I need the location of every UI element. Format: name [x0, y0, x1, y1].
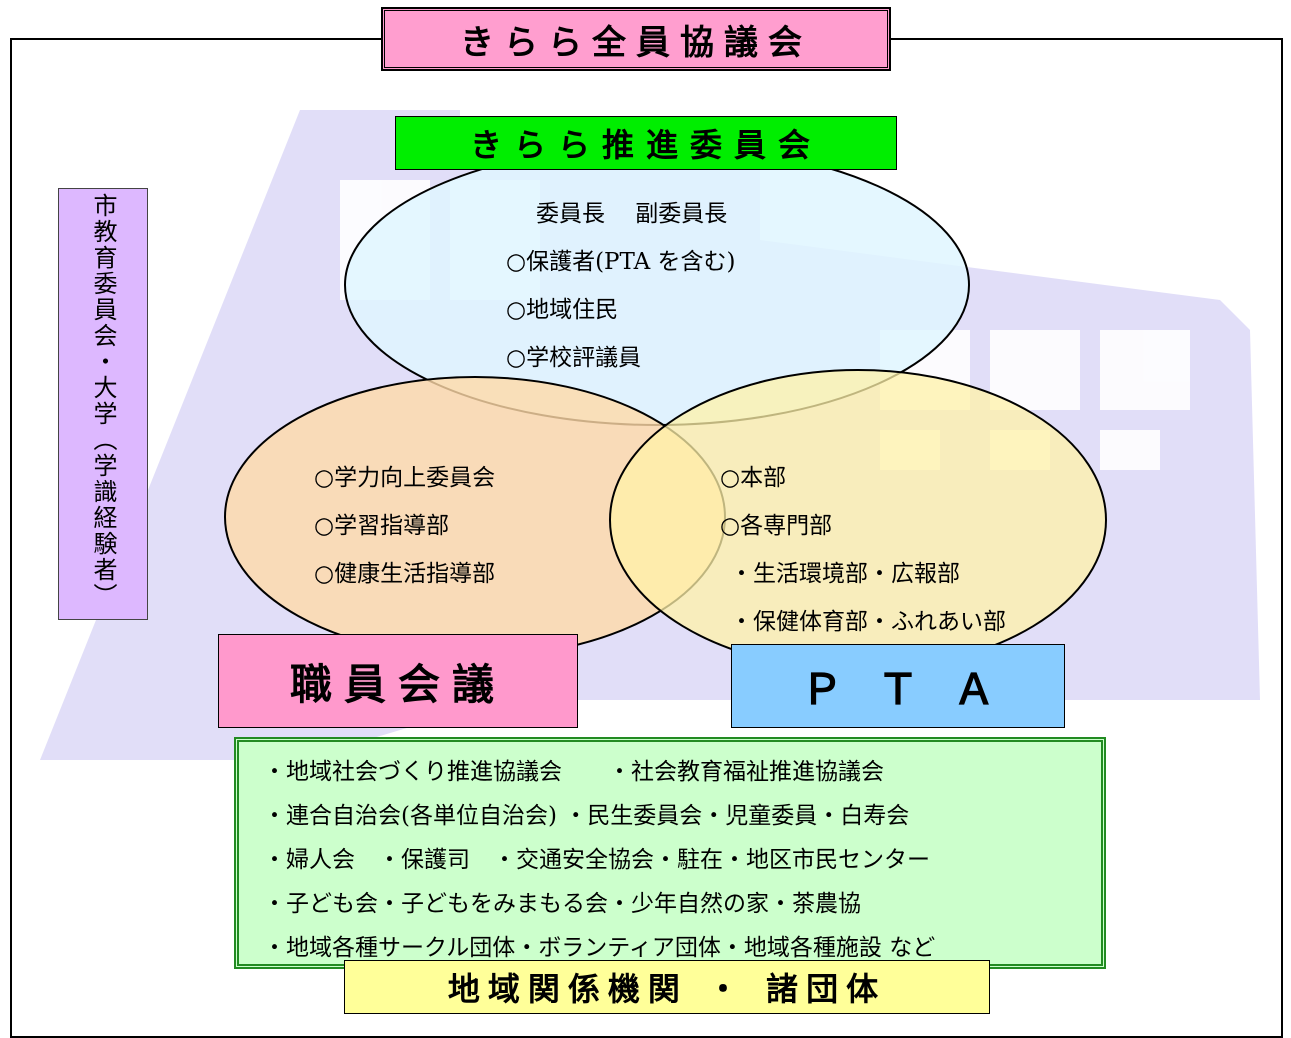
pta-line: ○本部 — [720, 465, 787, 491]
venn-diagram — [224, 144, 1107, 671]
committee-title: きらら推進委員会 — [395, 116, 897, 170]
community-line: ・婦人会 ・保護司 ・交通安全協会・駐在・地区市民センター — [263, 847, 930, 873]
community-line: ・連合自治会(各単位自治会) ・民生委員会・児童委員・白寿会 — [263, 803, 910, 829]
side-label-box: 市教育委員会・大学（学識経験者） — [58, 188, 148, 620]
community-title: 地域関係機関 ・ 諸団体 — [344, 960, 990, 1014]
council-title: きらら全員協議会 — [381, 7, 891, 71]
committee-line: ○学校評議員 — [506, 345, 642, 371]
committee-line: ○地域住民 — [506, 297, 619, 323]
pta-line: ・生活環境部・広報部 — [730, 561, 960, 587]
pta-title: ＰＴＡ — [731, 644, 1065, 728]
community-organizations-box: ・地域社会づくり推進協議会 ・社会教育福祉推進協議会 ・連合自治会(各単位自治会… — [234, 737, 1106, 969]
staff-line: ○健康生活指導部 — [314, 561, 496, 587]
staff-meeting-title: 職員会議 — [218, 634, 578, 728]
community-line: ・子ども会・子どもをみまもる会・少年自然の家・茶農協 — [263, 891, 861, 917]
community-line: ・地域社会づくり推進協議会 ・社会教育福祉推進協議会 — [263, 759, 884, 785]
pta-members: ○本部 ○各専門部 ・生活環境部・広報部 ・保健体育部・ふれあい部 — [720, 454, 1006, 646]
side-label: 市教育委員会・大学（学識経験者） — [89, 193, 117, 609]
committee-line: 委員長 副委員長 — [536, 201, 728, 227]
staff-members: ○学力向上委員会 ○学習指導部 ○健康生活指導部 — [314, 454, 495, 598]
committee-members: 委員長 副委員長 ○保護者(PTA を含む) ○地域住民 ○学校評議員 — [506, 190, 736, 382]
pta-line: ・保健体育部・ふれあい部 — [730, 609, 1006, 635]
staff-line: ○学力向上委員会 — [314, 465, 496, 491]
staff-line: ○学習指導部 — [314, 513, 450, 539]
committee-line: ○保護者(PTA を含む) — [506, 249, 736, 275]
community-line: ・地域各種サークル団体・ボランティア団体・地域各種施設 など — [263, 935, 936, 961]
pta-line: ○各専門部 — [720, 513, 833, 539]
